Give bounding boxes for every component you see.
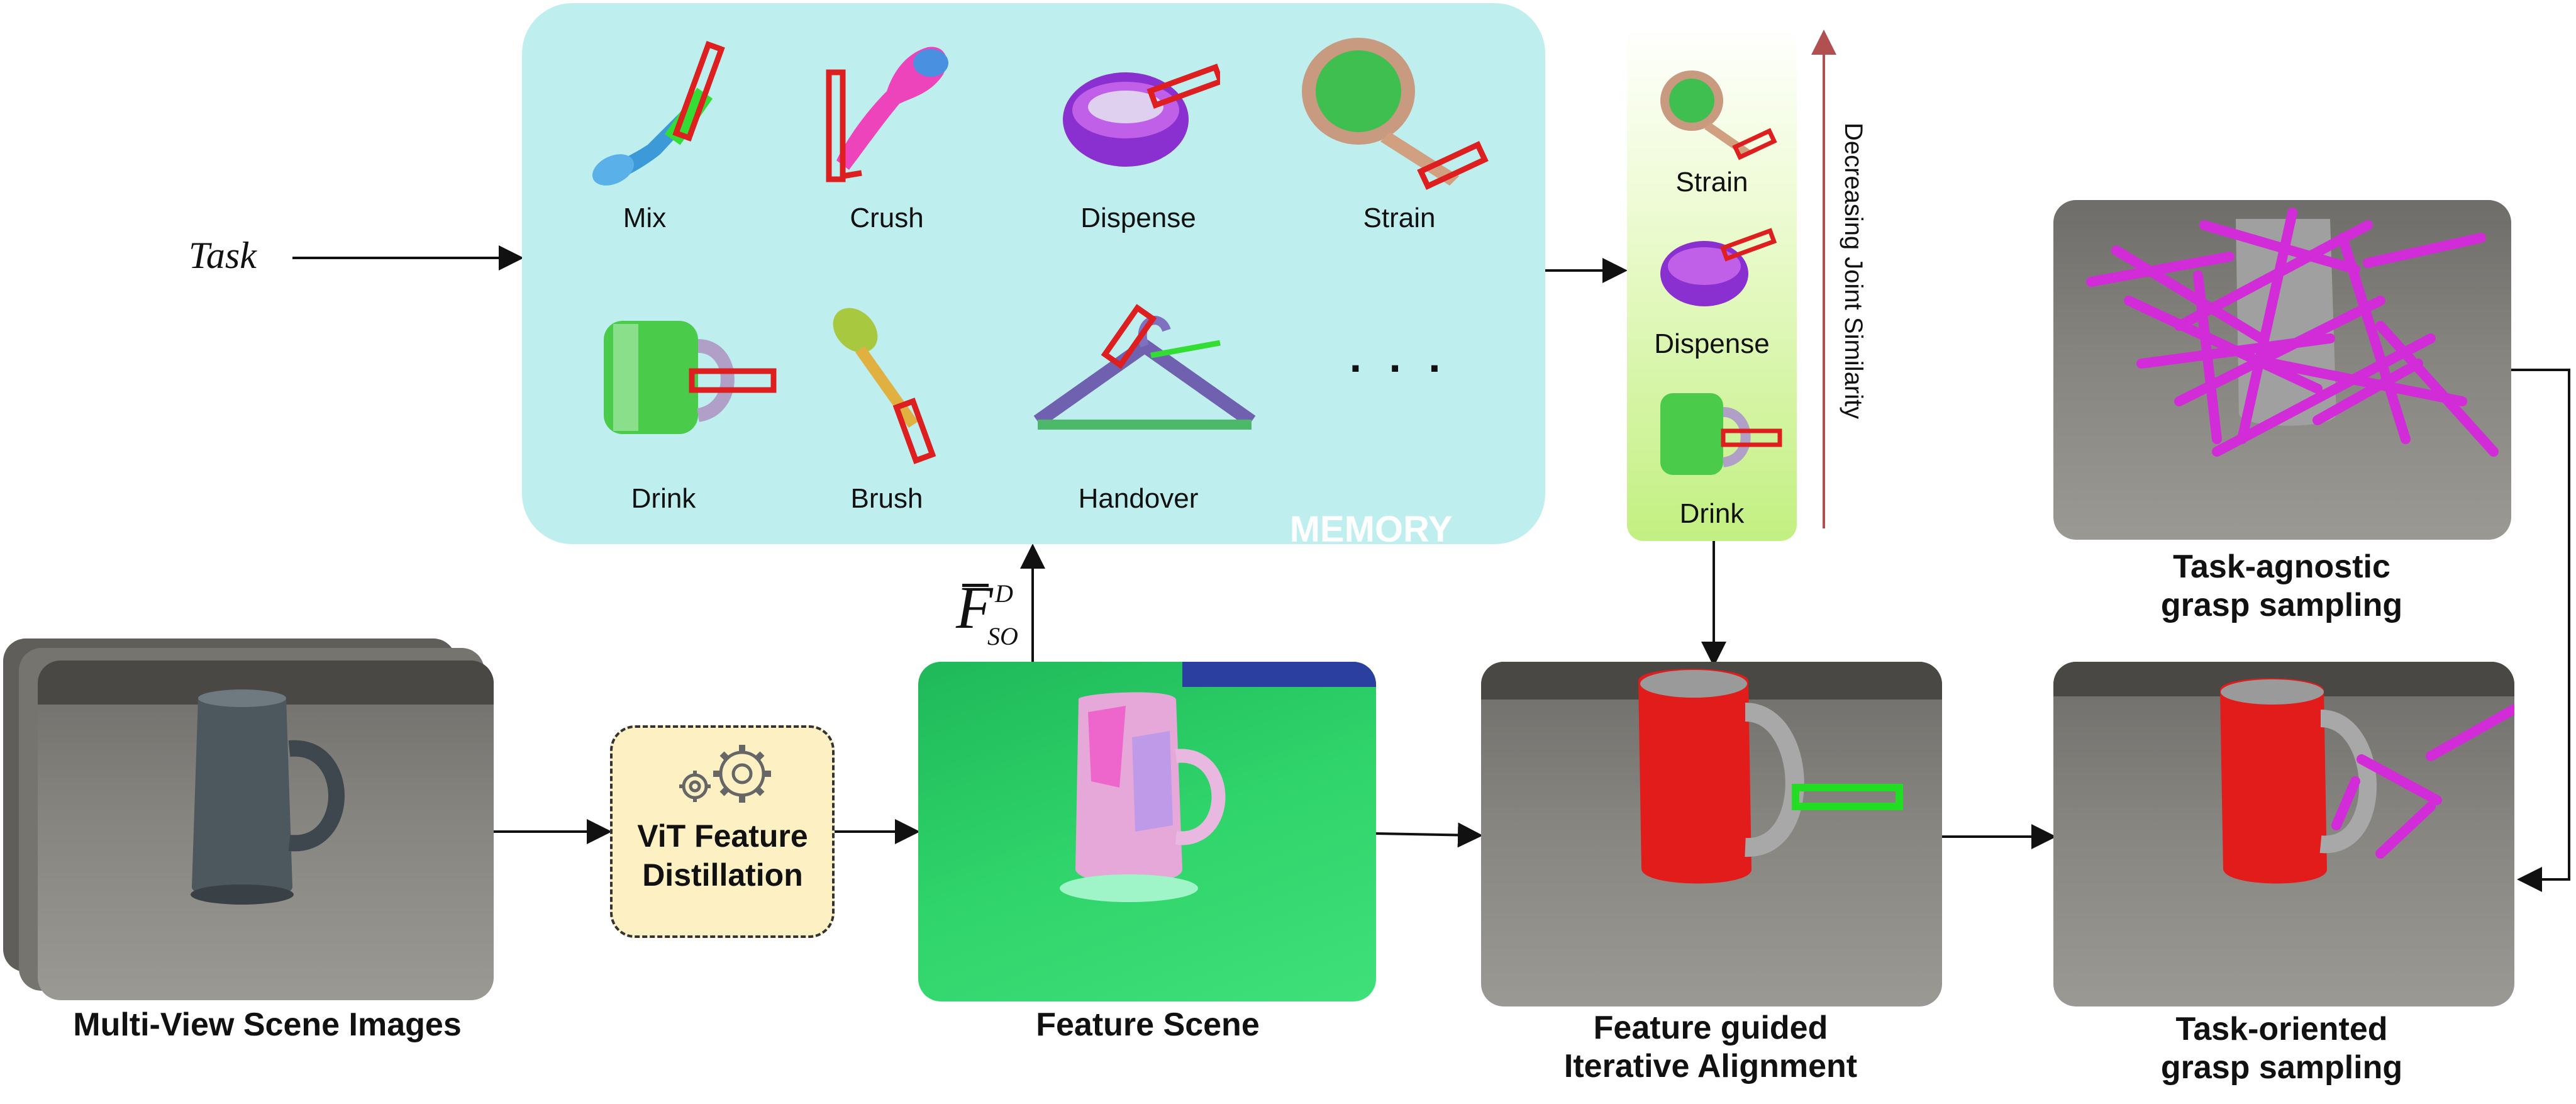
memory-label-mix: Mix	[623, 203, 667, 233]
agnostic-grasps-render	[2086, 208, 2499, 457]
oriented-grasp-render	[2053, 662, 2514, 884]
oriented-caption-line2: grasp sampling	[2160, 1049, 2403, 1086]
oriented-caption-line1: Task-oriented	[2175, 1011, 2388, 1047]
memory-label-handover: Handover	[1078, 483, 1199, 514]
memory-object-dispense	[1063, 64, 1220, 167]
memory-object-drink	[604, 321, 777, 434]
task-label: Task	[189, 235, 257, 276]
arrow-feature-to-alignment	[1375, 822, 1483, 848]
agnostic-caption-line2: grasp sampling	[2160, 587, 2403, 623]
multiview-image-front	[38, 661, 494, 1000]
alignment-image	[1481, 662, 1942, 1006]
memory-label-brush: Brush	[850, 483, 923, 514]
memory-object-crush	[826, 47, 948, 182]
multiview-caption: Multi-View Scene Images	[73, 1006, 462, 1043]
feature-symbol-subscript: SO	[987, 622, 1018, 650]
memory-label-dispense: Dispense	[1080, 203, 1196, 233]
agnostic-image	[2053, 200, 2511, 540]
retrieval-object-strain	[1660, 70, 1777, 160]
memory-label-drink: Drink	[631, 483, 696, 514]
retrieval-label-strain: Strain	[1675, 167, 1748, 198]
memory-object-handover	[1033, 304, 1256, 430]
retrieval-label-drink: Drink	[1679, 498, 1745, 529]
feature-symbol: F D SO	[956, 572, 1018, 650]
retrieval-object-dispense	[1660, 228, 1777, 306]
memory-ellipsis: · · ·	[1349, 343, 1450, 393]
memory-title: MEMORY	[1289, 509, 1453, 550]
vit-distillation-box	[610, 725, 835, 938]
similarity-axis-label: Decreasing Joint Similarity	[1840, 122, 1868, 419]
gear-icon	[679, 745, 771, 803]
memory-label-crush: Crush	[850, 203, 924, 233]
memory-object-strain	[1302, 38, 1489, 190]
memory-label-strain: Strain	[1363, 203, 1436, 233]
alignment-caption-line2: Iterative Alignment	[1563, 1048, 1858, 1084]
feature-scene-image	[918, 662, 1376, 1001]
memory-object-brush	[833, 308, 936, 464]
feature-mug-render	[1060, 662, 1376, 902]
arrow-agnostic-to-oriented	[2509, 369, 2570, 892]
feature-scene-caption: Feature Scene	[1036, 1006, 1260, 1043]
retrieval-object-drink	[1660, 393, 1782, 475]
retrieval-label-dispense: Dispense	[1654, 328, 1770, 359]
agnostic-caption-line1: Task-agnostic	[2173, 549, 2390, 585]
feature-symbol-superscript: D	[995, 579, 1013, 608]
feature-symbol-bar	[962, 584, 989, 587]
alignment-caption-line1: Feature guided	[1593, 1010, 1828, 1046]
alignment-mug-render	[1481, 662, 1942, 884]
memory-object-mix	[592, 40, 725, 186]
oriented-image	[2053, 662, 2514, 1006]
pewter-mug-photo	[38, 661, 494, 905]
vit-label: ViT Feature Distillation	[637, 818, 808, 893]
